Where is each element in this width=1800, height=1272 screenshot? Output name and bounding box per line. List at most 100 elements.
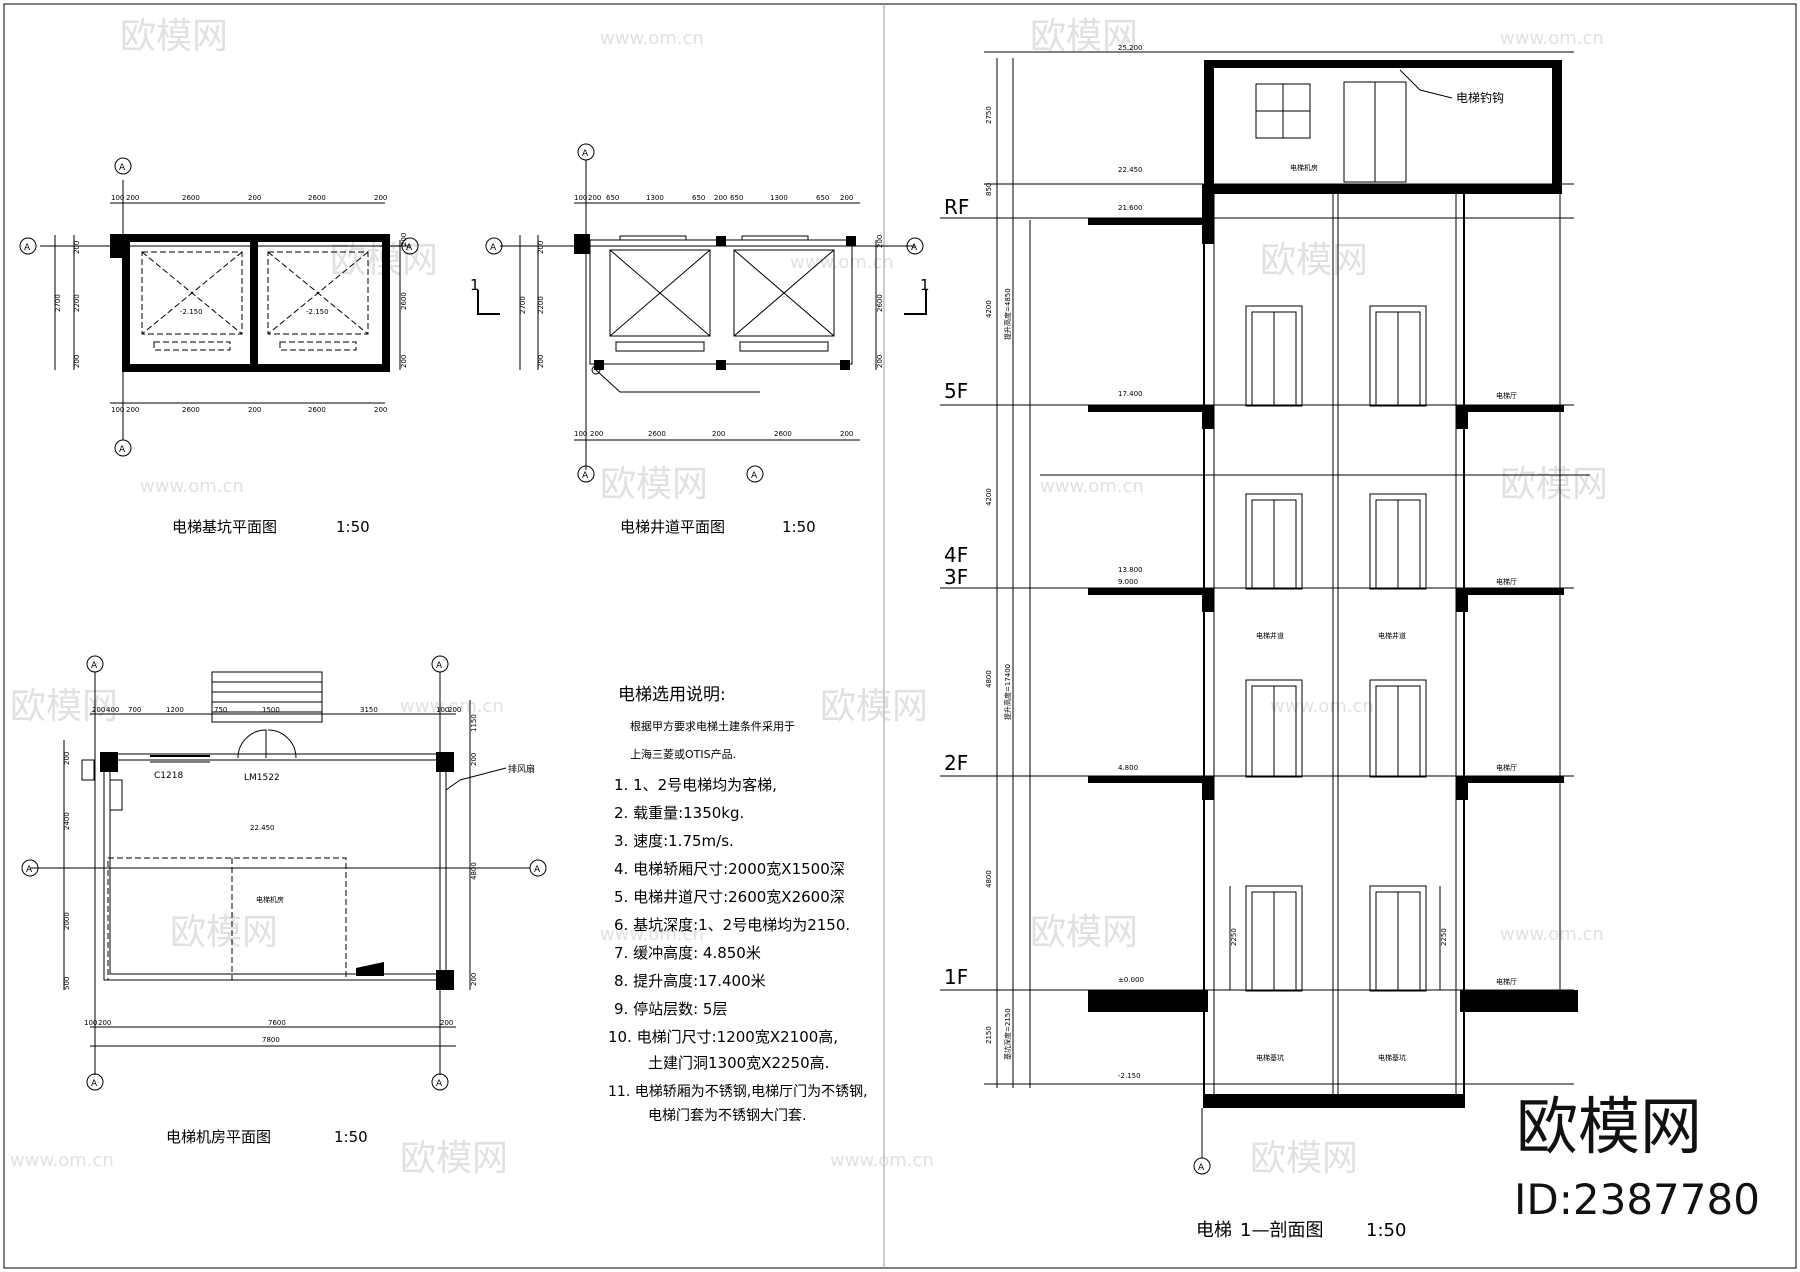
dim-text: 2600 (648, 430, 666, 438)
plan-scale: 1:50 (336, 518, 370, 536)
door-height-dim: 2250 (1440, 928, 1448, 946)
dim-text: 2700 (519, 296, 527, 314)
notes-heading: 电梯选用说明: (618, 685, 726, 705)
dim-text: 2400 (63, 812, 71, 830)
column (110, 234, 126, 258)
dim-text: 2000 (63, 912, 71, 930)
watermark-brand: 欧模网 (1250, 1138, 1358, 1179)
watermark-brand: 欧模网 (820, 686, 928, 727)
watermark-brand: 欧模网 (1260, 240, 1368, 281)
shaft-label: 电梯井道 (1256, 631, 1284, 640)
watermark-url: www.om.cn (400, 696, 504, 717)
shaft-plan: 1 1 100 200 650 1300 650 200 650 1300 65… (470, 143, 930, 536)
shaft-label: 电梯井道 (1378, 631, 1406, 640)
dim-text: 2700 (54, 294, 62, 312)
wall (1204, 60, 1214, 184)
beam (1202, 588, 1214, 612)
dim-text: 2200 (537, 296, 545, 314)
pit-cross (267, 251, 369, 335)
column (594, 360, 604, 370)
door-label: LM1522 (244, 773, 280, 783)
dim-text: 4800 (470, 862, 478, 880)
slab (1204, 184, 1562, 194)
dim-text: 750 (214, 706, 227, 714)
hook-leader (1399, 69, 1421, 91)
dim-text: 2600 (774, 430, 792, 438)
plan-title: 电梯机房平面图 (166, 1128, 271, 1146)
notes-item: 7. 缓冲高度: 4.850米 (614, 944, 761, 962)
watermark-url: www.om.cn (1040, 476, 1144, 497)
notes-item: 6. 基坑深度:1、2号电梯均为2150. (614, 916, 850, 934)
dim-text: 650 (816, 194, 829, 202)
pit-cross (141, 251, 243, 335)
dim-text: 100 (84, 1019, 97, 1027)
column (436, 752, 454, 772)
dim-text: 1150 (470, 714, 478, 732)
beam (1202, 405, 1214, 429)
dim-text: 4200 (985, 488, 993, 506)
notes-intro: 根据甲方要求电梯土建条件采用于 (630, 719, 795, 733)
slab (1088, 405, 1210, 412)
dim-text: 500 (63, 977, 71, 990)
dim-text: 200 (470, 753, 478, 766)
pit-label: 电梯基坑 (1378, 1053, 1406, 1062)
notes-item: 10. 电梯门尺寸:1200宽X2100高, (608, 1028, 838, 1046)
axis-bubble (485, 237, 503, 255)
roof-slab (1204, 60, 1562, 68)
axis-label: A (119, 445, 126, 455)
plan-title: 电梯井道平面图 (620, 518, 725, 536)
plan-scale: 1:50 (782, 518, 816, 536)
watermark-brand: 欧模网 (1030, 912, 1138, 953)
pit-outline (141, 251, 243, 335)
fan-label: 排风扇 (508, 763, 535, 775)
watermark-url: www.om.cn (790, 252, 894, 273)
dim-text: 700 (128, 706, 141, 714)
dim-text: 200 (63, 752, 71, 765)
beam (1456, 588, 1468, 612)
watermark-url: www.om.cn (600, 28, 704, 49)
elevator-notes: 电梯选用说明: 根据甲方要求电梯土建条件采用于 上海三菱或OTIS产品. 1. … (608, 685, 868, 1124)
axis-label: A (534, 865, 541, 875)
machine-base (107, 857, 347, 981)
watermark-brand: 欧模网 (170, 912, 278, 953)
machine-room-label: 电梯机房 (1290, 163, 1318, 172)
section-title: 1—剖面图 (1240, 1220, 1323, 1241)
dim-text: 200 (374, 194, 387, 202)
equipment-symbol (109, 779, 123, 811)
axis-label: A (436, 661, 443, 671)
dim-text: 100 (574, 430, 587, 438)
car-cross (609, 249, 711, 337)
dim-text: 100 (574, 194, 587, 202)
axis-bubble (401, 237, 419, 255)
watermark-url: www.om.cn (10, 1150, 114, 1171)
dim-text: 200 (73, 241, 81, 254)
dim-text: 200 (98, 1019, 111, 1027)
watermark-layer: 欧模网 www.om.cn 欧模网 www.om.cn 欧模网 www.om.c… (10, 16, 1608, 1179)
dim-text: 200 (448, 706, 461, 714)
dim-text: 2600 (308, 406, 326, 414)
dim-text: 2600 (308, 194, 326, 202)
dim-text: 提升高度=17400 (1003, 664, 1012, 720)
door-swing (267, 729, 297, 759)
column (846, 236, 856, 246)
axis-bubble (746, 465, 764, 483)
lobby-label: 电梯厅 (1496, 763, 1517, 772)
dim-text: 3150 (360, 706, 378, 714)
dim-text: 200 (714, 194, 727, 202)
dim-text: 650 (692, 194, 705, 202)
watermark-url: www.om.cn (830, 1150, 934, 1171)
watermark-url: www.om.cn (1500, 924, 1604, 945)
notes-item: 1. 1、2号电梯均为客梯, (614, 776, 777, 794)
dim-text: 2600 (182, 406, 200, 414)
watermark-url: www.om.cn (600, 924, 704, 945)
level-label: 22.450 (250, 824, 275, 832)
watermark-url: www.om.cn (140, 476, 244, 497)
dim-text: 650 (606, 194, 619, 202)
watermark-brand: 欧模网 (120, 16, 228, 57)
axis-label: A (751, 471, 758, 481)
counterweight (739, 341, 829, 352)
level-mark: 4.800 (1118, 764, 1138, 772)
axis-label: A (582, 471, 589, 481)
room-label: 电梯机房 (256, 895, 284, 904)
column (716, 360, 726, 370)
